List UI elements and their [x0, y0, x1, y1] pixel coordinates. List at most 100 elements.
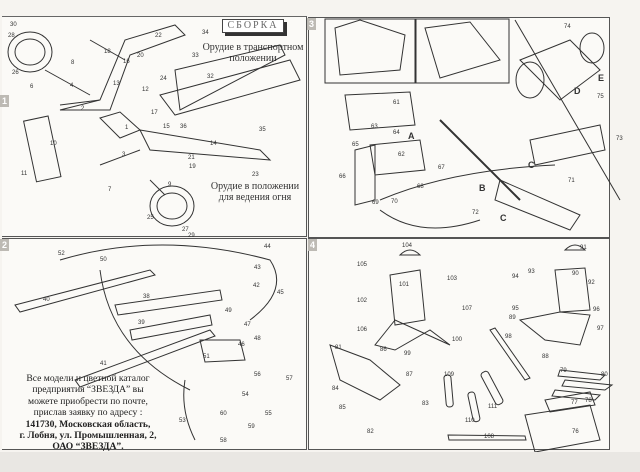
- part-number-label: 41: [100, 361, 107, 367]
- part-number-label: 54: [242, 392, 249, 398]
- gun-carriage: [519, 39, 601, 101]
- part-number-label: 55: [265, 411, 272, 417]
- wheel-right: [149, 185, 195, 227]
- part-number-label: 53: [179, 418, 186, 424]
- trail-40: [14, 269, 156, 313]
- part-number-label: 108: [484, 434, 495, 440]
- part-number-label: 2: [81, 106, 85, 112]
- step-number-3: 3: [307, 18, 316, 30]
- part-number-label: 14: [210, 141, 217, 147]
- part-number-label: 74: [564, 24, 571, 30]
- address-line: можете приобрести по почте,: [28, 395, 148, 407]
- part-number-label: 11: [21, 171, 28, 177]
- part-number-label: 10: [50, 141, 57, 147]
- part-number-label: 100: [452, 337, 463, 343]
- shield-plate: [23, 115, 62, 183]
- address-line: ОАО “ЗВЕЗДА”.: [52, 441, 124, 453]
- part-number-label: 68: [417, 184, 424, 190]
- address-line: г. Лобня, ул. Промышленная, 2,: [19, 430, 157, 442]
- part-number-label: 1: [125, 125, 129, 131]
- part-number-label: 13: [113, 81, 120, 87]
- part-number-label: 104: [402, 243, 413, 249]
- part-number-label: 46: [238, 342, 245, 348]
- part-number-label: 35: [259, 127, 266, 133]
- part-number-label: 28: [8, 33, 15, 39]
- part-number-label: 76: [572, 429, 579, 435]
- figure-lying: [329, 344, 401, 401]
- part-number-label: 77: [571, 400, 578, 406]
- part-number-label: 109: [444, 372, 455, 378]
- part-number-label: 78: [585, 398, 592, 404]
- trail-41: [74, 329, 216, 388]
- catalog-address-text: Все модели и цветной каталог предприятия…: [0, 373, 176, 453]
- step-2-drawing: [14, 244, 278, 441]
- part-number-label: 51: [203, 354, 210, 360]
- part-number-label: 42: [253, 283, 260, 289]
- rifle-98: [489, 327, 531, 381]
- part-number-label: 92: [588, 280, 595, 286]
- part-number-label: 89: [509, 315, 516, 321]
- part-number-label: 69: [372, 200, 379, 206]
- part-number-label: 43: [254, 265, 261, 271]
- part-number-label: 99: [404, 351, 411, 357]
- part-number-label: 64: [393, 130, 400, 136]
- step-2-panel: [2, 238, 307, 450]
- page-bottom-strip: [0, 452, 640, 472]
- shell-79: [557, 369, 607, 381]
- connection-letter-label: A: [408, 131, 415, 141]
- wheel-left: [7, 31, 53, 73]
- connection-letter-label: C: [500, 213, 507, 223]
- breech: [494, 179, 581, 231]
- address-line: Все модели и цветной каталог: [26, 373, 150, 384]
- part-number-label: 111: [488, 404, 498, 410]
- address-line: 141730, Московская область,: [25, 418, 151, 430]
- part-number-label: 36: [180, 124, 187, 130]
- part-number-label: 82: [367, 429, 374, 435]
- step-number-2: 2: [0, 239, 9, 251]
- part-number-label: 61: [393, 100, 400, 106]
- barrel: [439, 119, 521, 201]
- address-line: прислав заявку по адресу :: [33, 407, 143, 419]
- shield-66: [354, 144, 376, 206]
- part-number-label: 3: [122, 152, 126, 158]
- part-number-label: 17: [151, 110, 158, 116]
- part-number-label: 8: [71, 60, 75, 66]
- connection-letter-label: C: [528, 160, 535, 170]
- part-number-label: 6: [30, 84, 34, 90]
- part-number-label: 40: [43, 297, 50, 303]
- caption-line: для ведения огня: [218, 192, 292, 203]
- part-number-label: 75: [597, 94, 604, 100]
- part-number-label: 80: [601, 372, 608, 378]
- part-number-label: 45: [277, 290, 284, 296]
- caption-line: положении: [229, 53, 277, 64]
- part-number-label: 101: [399, 282, 410, 288]
- part-number-label: 49: [225, 308, 232, 314]
- part-number-label: 60: [220, 411, 227, 417]
- part-number-label: 105: [357, 262, 368, 268]
- part-number-label: 91: [580, 245, 587, 251]
- shell-78: [551, 389, 602, 401]
- step-number-1: 1: [0, 95, 9, 107]
- part-number-label: 25: [147, 215, 154, 221]
- transport-assembly: [174, 44, 286, 111]
- part-number-label: 110: [465, 418, 475, 424]
- part-number-label: 39: [138, 320, 145, 326]
- part-number-label: 63: [371, 124, 378, 130]
- part-number-label: 65: [352, 142, 359, 148]
- part-number-label: 84: [332, 386, 339, 392]
- part-number-label: 4: [70, 83, 74, 89]
- part-number-label: 70: [391, 199, 398, 205]
- part-number-label: 58: [220, 438, 227, 444]
- figure-loader-torso: [389, 269, 426, 326]
- part-number-label: 62: [398, 152, 405, 158]
- step-3-panel: [308, 17, 610, 238]
- step-1-drawing: [7, 24, 301, 227]
- part-number-label: 33: [192, 53, 199, 59]
- part-number-label: 30: [10, 22, 17, 28]
- part-number-label: 16: [123, 59, 130, 65]
- part-number-label: 97: [597, 326, 604, 332]
- part-number-label: 34: [202, 30, 209, 36]
- ammo-box-76: [524, 404, 601, 453]
- figure-gunner-torso: [554, 267, 591, 313]
